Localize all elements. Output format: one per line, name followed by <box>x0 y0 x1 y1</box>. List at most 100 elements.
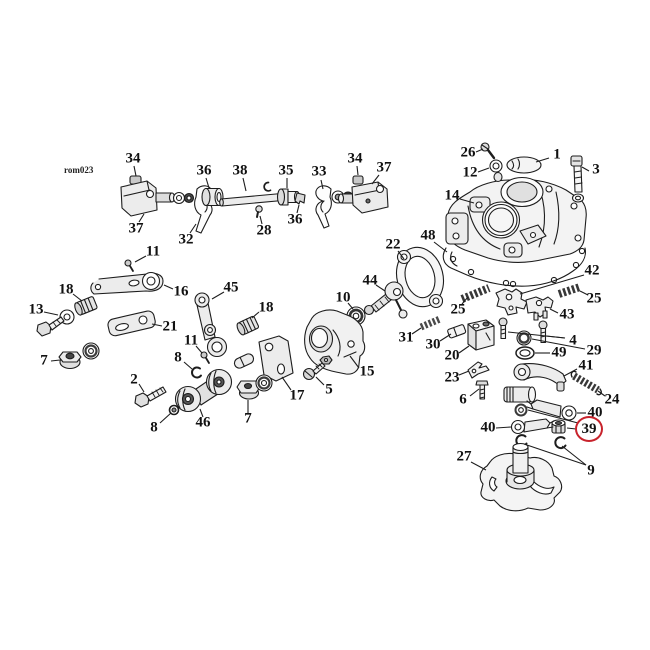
part-label-34: 34 <box>125 150 141 167</box>
leader-line-27 <box>470 461 487 471</box>
bolt-5 <box>302 362 326 381</box>
part-label-4: 4 <box>569 332 577 349</box>
nut-39 <box>551 419 566 434</box>
spring-24 <box>570 370 602 396</box>
part-label-18: 18 <box>258 299 274 316</box>
leader-line-34 <box>356 165 359 176</box>
ring-39b <box>514 403 528 417</box>
leader-line-10 <box>347 302 354 310</box>
leader-line-36 <box>296 204 300 214</box>
roller-pin <box>233 353 255 369</box>
part-label-49: 49 <box>551 344 567 361</box>
leader-line-37 <box>371 174 380 185</box>
watermark: rom023 <box>64 165 94 175</box>
leader-line-24 <box>597 390 606 397</box>
leader-line-20 <box>458 345 470 354</box>
leader-line-41 <box>563 368 578 377</box>
pin-28 <box>255 205 263 218</box>
leader-line-7 <box>50 359 61 362</box>
part-label-44: 44 <box>362 272 378 289</box>
leader-line-44 <box>375 284 386 292</box>
plate-17 <box>258 335 294 382</box>
leader-line-18 <box>72 293 83 302</box>
lever-16 <box>90 271 164 295</box>
part-label-6: 6 <box>459 391 467 408</box>
part-label-45: 45 <box>223 279 239 296</box>
part-label-48: 48 <box>420 227 436 244</box>
bolt-2 <box>134 386 167 408</box>
leader-line-39 <box>566 427 577 430</box>
leader-line-25 <box>461 296 469 305</box>
part-label-12: 12 <box>462 164 478 181</box>
part-label-14: 14 <box>444 187 460 204</box>
cover-gasket-48 <box>442 247 586 288</box>
part-label-25: 25 <box>586 290 602 307</box>
part-label-18: 18 <box>58 281 74 298</box>
part-label-5: 5 <box>325 381 333 398</box>
leader-line-9 <box>561 445 587 466</box>
block-20 <box>467 319 495 351</box>
clip <box>263 181 272 192</box>
part-label-34: 34 <box>347 150 363 167</box>
pin-11-mid <box>200 351 210 364</box>
leader-line-31 <box>411 327 422 335</box>
leader-line-1 <box>535 157 550 163</box>
bracket-42 <box>495 288 528 316</box>
leader-line-39 <box>527 409 579 424</box>
leader-line-4 <box>545 335 566 339</box>
seal-49 <box>515 346 535 360</box>
washer-12 <box>489 159 503 183</box>
nut-8-bottom <box>168 404 180 416</box>
part-label-8: 8 <box>174 349 182 366</box>
gasket-22 <box>395 246 445 309</box>
part-label-35: 35 <box>278 162 294 179</box>
roller-30 <box>447 324 467 339</box>
leader-line-36 <box>205 177 210 189</box>
lever-40-upper <box>526 399 577 421</box>
leader-line-15 <box>349 355 360 369</box>
part-label-13: 13 <box>28 301 44 318</box>
leader-line-40 <box>495 426 512 429</box>
leader-line-22 <box>397 250 405 260</box>
leader-line-9 <box>523 443 587 466</box>
part-label-1: 1 <box>553 146 561 163</box>
bolt-3 <box>570 155 585 203</box>
leader-line-37 <box>138 213 145 223</box>
leader-line-23 <box>458 370 470 376</box>
part-label-11: 11 <box>145 243 161 260</box>
part-label-40: 40 <box>480 419 496 436</box>
part-label-7: 7 <box>40 352 48 369</box>
part-label-8: 8 <box>150 419 158 436</box>
leader-line-48 <box>433 241 448 253</box>
leader-line-18 <box>251 311 260 319</box>
part-label-3: 3 <box>592 161 600 178</box>
linkage-46 <box>174 368 233 413</box>
leader-line-5 <box>315 376 325 386</box>
part-label-28: 28 <box>256 222 272 239</box>
part-label-23: 23 <box>444 369 460 386</box>
link-45 <box>194 292 228 358</box>
part-label-9: 9 <box>587 462 595 479</box>
spring-25-left <box>460 284 491 303</box>
bolt-4-left <box>498 317 508 340</box>
leader-line-8 <box>159 412 172 424</box>
leader-line-12 <box>477 167 490 173</box>
leader-line-11 <box>134 255 147 263</box>
part-label-7: 7 <box>244 410 252 427</box>
washer <box>82 342 100 360</box>
bracket-23 <box>467 361 490 379</box>
spring-25-right <box>557 283 582 298</box>
leader-line-38 <box>242 177 247 192</box>
part-label-26: 26 <box>460 144 476 161</box>
tappet-block-15 <box>304 309 366 375</box>
part-label-32: 32 <box>178 231 194 248</box>
part-label-20: 20 <box>444 347 460 364</box>
part-label-37: 37 <box>128 220 144 237</box>
part-label-21: 21 <box>162 318 178 335</box>
nut-7-left <box>58 351 82 370</box>
part-label-10: 10 <box>335 289 351 306</box>
leader-line-34 <box>133 165 137 177</box>
